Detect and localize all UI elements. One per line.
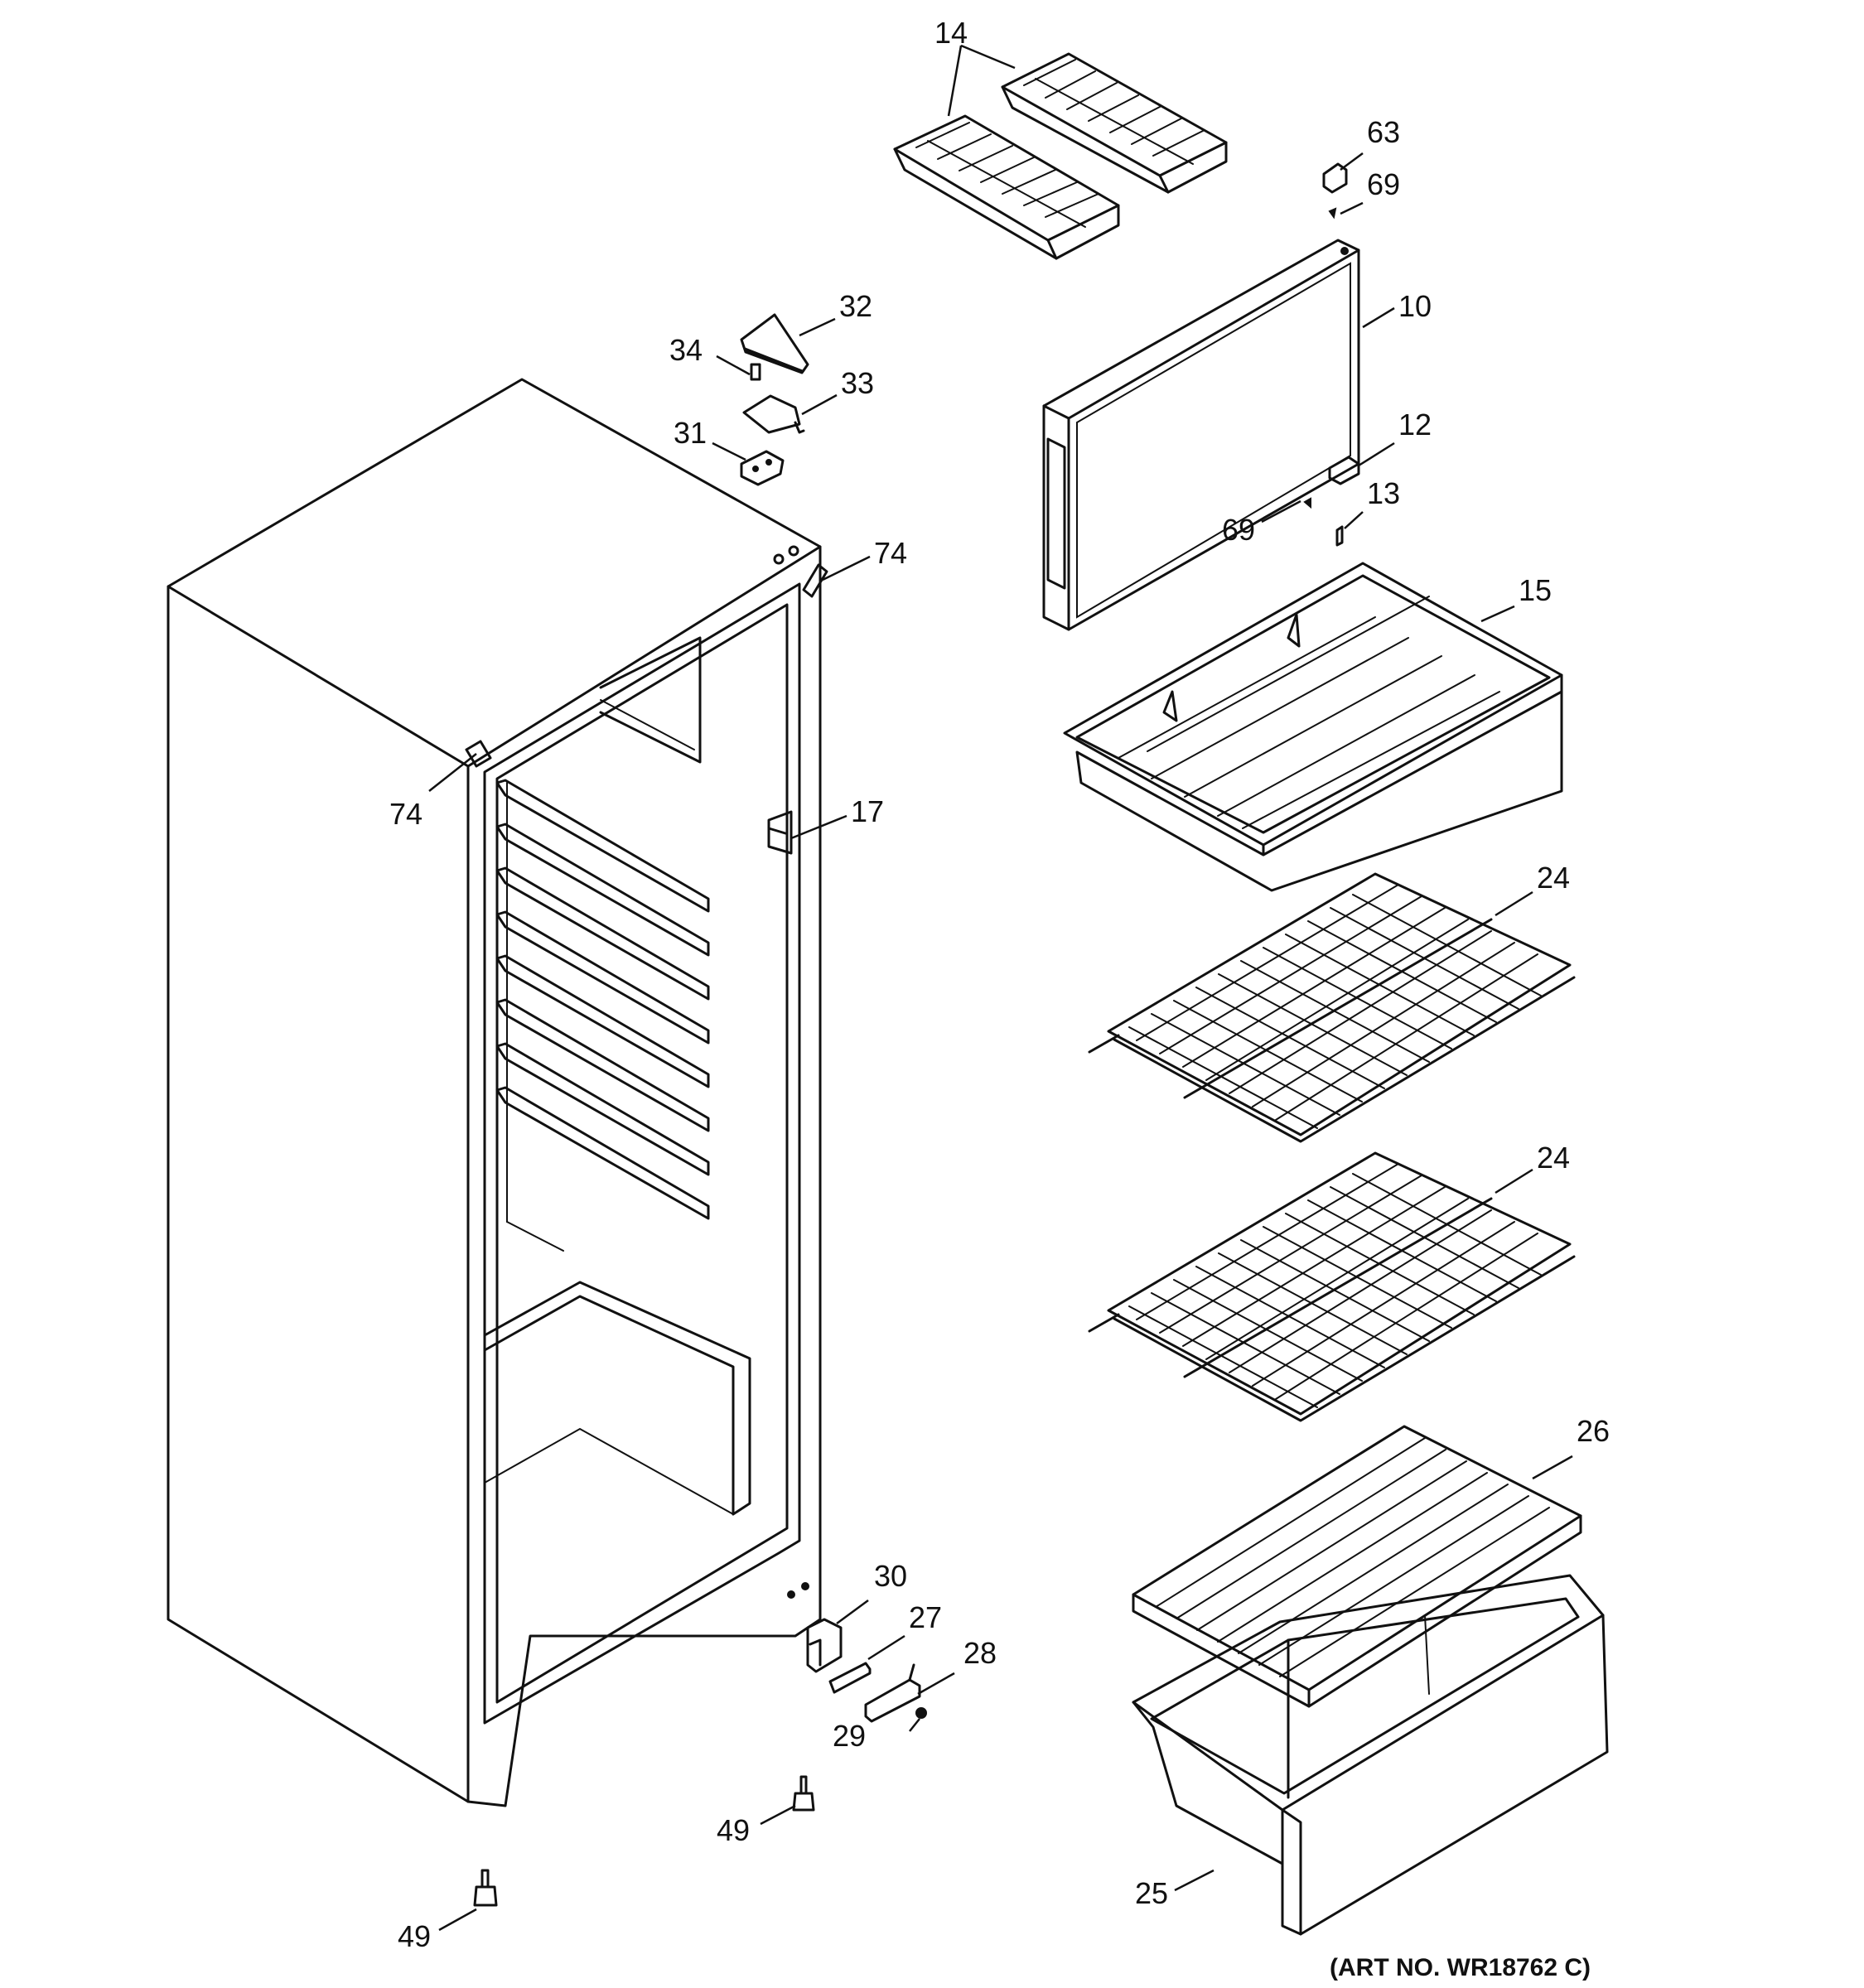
callout-74-right: 74 — [874, 536, 907, 570]
callout-69-top: 69 — [1367, 167, 1400, 201]
top-hinge-parts — [740, 313, 809, 486]
callout-25: 25 — [1135, 1876, 1168, 1910]
refrigerator-cabinet — [167, 378, 828, 1807]
callout-30: 30 — [874, 1559, 907, 1593]
bottom-hinge-parts — [806, 1618, 927, 1723]
callout-31: 31 — [674, 416, 707, 450]
callout-labels: 14 63 69 10 32 34 33 31 12 13 69 74 15 7… — [389, 16, 1610, 1953]
callout-63: 63 — [1367, 115, 1400, 149]
art-number: (ART NO. WR18762 C) — [1330, 1954, 1591, 1981]
callout-74-left: 74 — [389, 797, 423, 831]
ice-trays — [893, 52, 1228, 260]
callout-28: 28 — [963, 1636, 997, 1670]
callout-13: 13 — [1367, 476, 1400, 510]
freezer-door-hardware — [1303, 162, 1360, 547]
wire-shelf-upper — [1088, 872, 1576, 1143]
callout-33: 33 — [841, 366, 874, 400]
callout-69-mid: 69 — [1222, 513, 1255, 547]
callout-26: 26 — [1577, 1414, 1610, 1448]
callout-10: 10 — [1398, 289, 1432, 323]
callout-34: 34 — [669, 333, 703, 367]
callout-24-upper: 24 — [1537, 861, 1570, 895]
callout-29: 29 — [833, 1719, 866, 1753]
callout-14: 14 — [934, 16, 968, 50]
shelf-rails — [495, 779, 710, 1220]
crisper-drawer — [1132, 1574, 1609, 1936]
crisper-cover — [1132, 1425, 1582, 1708]
callout-17: 17 — [851, 794, 884, 828]
callout-49-right: 49 — [717, 1813, 750, 1847]
freezer-shelf — [1063, 562, 1563, 892]
wire-shelf-lower — [1088, 1151, 1576, 1422]
freezer-door — [1042, 239, 1360, 631]
callout-27: 27 — [909, 1600, 942, 1634]
callout-12: 12 — [1398, 408, 1432, 442]
leveling-legs — [473, 1775, 815, 1907]
callout-24-lower: 24 — [1537, 1141, 1570, 1175]
callout-49-left: 49 — [398, 1919, 431, 1953]
callout-leaders — [428, 44, 1573, 1932]
callout-15: 15 — [1519, 573, 1552, 607]
callout-32: 32 — [839, 289, 872, 323]
